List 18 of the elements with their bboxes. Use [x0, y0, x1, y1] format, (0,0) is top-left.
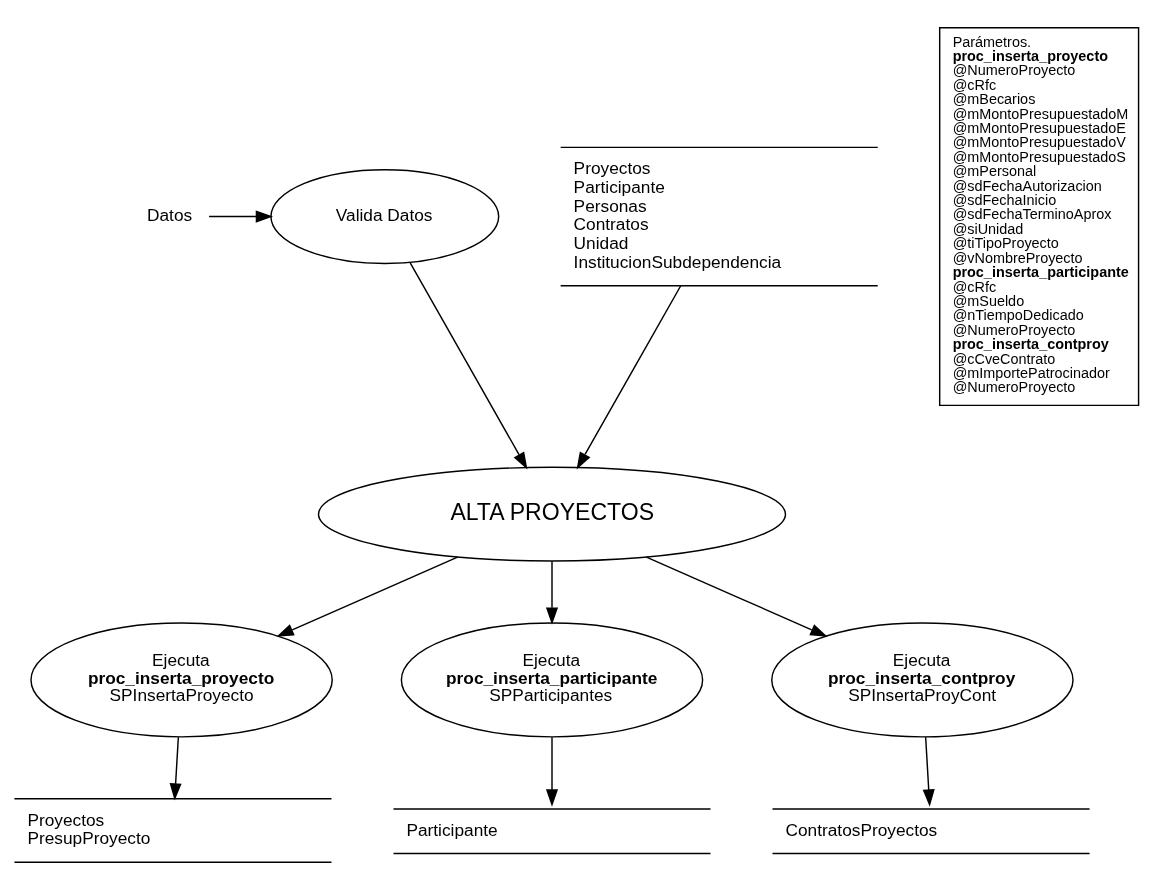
arrow	[576, 285, 682, 470]
node-box: Parámetros. proc_inserta_proyecto @NumeroProyecto @cRfc @mBecarios @mMontoPresupuestadoM @mMontoPresupuestadoE @mMontoPresupuestadoV @mMontoPresupuestadoS @mPersonal @sdFechaAutorizacion @sdFechaInicio @sdFechaTerminoAprox @siUnidad @tiTipoProyecto @vNombreProyecto proc_inserta_participante @cRfc @mSueldo @nTiempoDedicado @NumeroProyecto proc_inserta_contproy @cCveContrato @mImportePatrocinador @NumeroProyecto	[938, 27, 1140, 407]
node-text: Proyectos PresupProyecto	[27, 809, 151, 849]
node-ellipse: Valida Datos	[270, 169, 500, 265]
arrow	[409, 262, 528, 470]
arrow	[922, 736, 935, 807]
node-ellipse: ALTA PROYECTOS	[317, 466, 787, 562]
arrow	[545, 560, 559, 625]
arrow	[208, 210, 274, 223]
node-text: ContratosProyectos	[785, 819, 938, 840]
arrow	[545, 736, 559, 807]
arrow	[645, 556, 828, 637]
arrow	[169, 736, 182, 801]
node-text: Participante	[406, 819, 498, 840]
arrow	[276, 556, 459, 637]
node-ellipse: Ejecuta proc_inserta_participante SPParticipantes	[400, 622, 704, 738]
node-text: Datos	[147, 205, 193, 226]
node-text: Proyectos Participante Personas Contratos Unidad InstitucionSubdependencia	[573, 158, 782, 272]
